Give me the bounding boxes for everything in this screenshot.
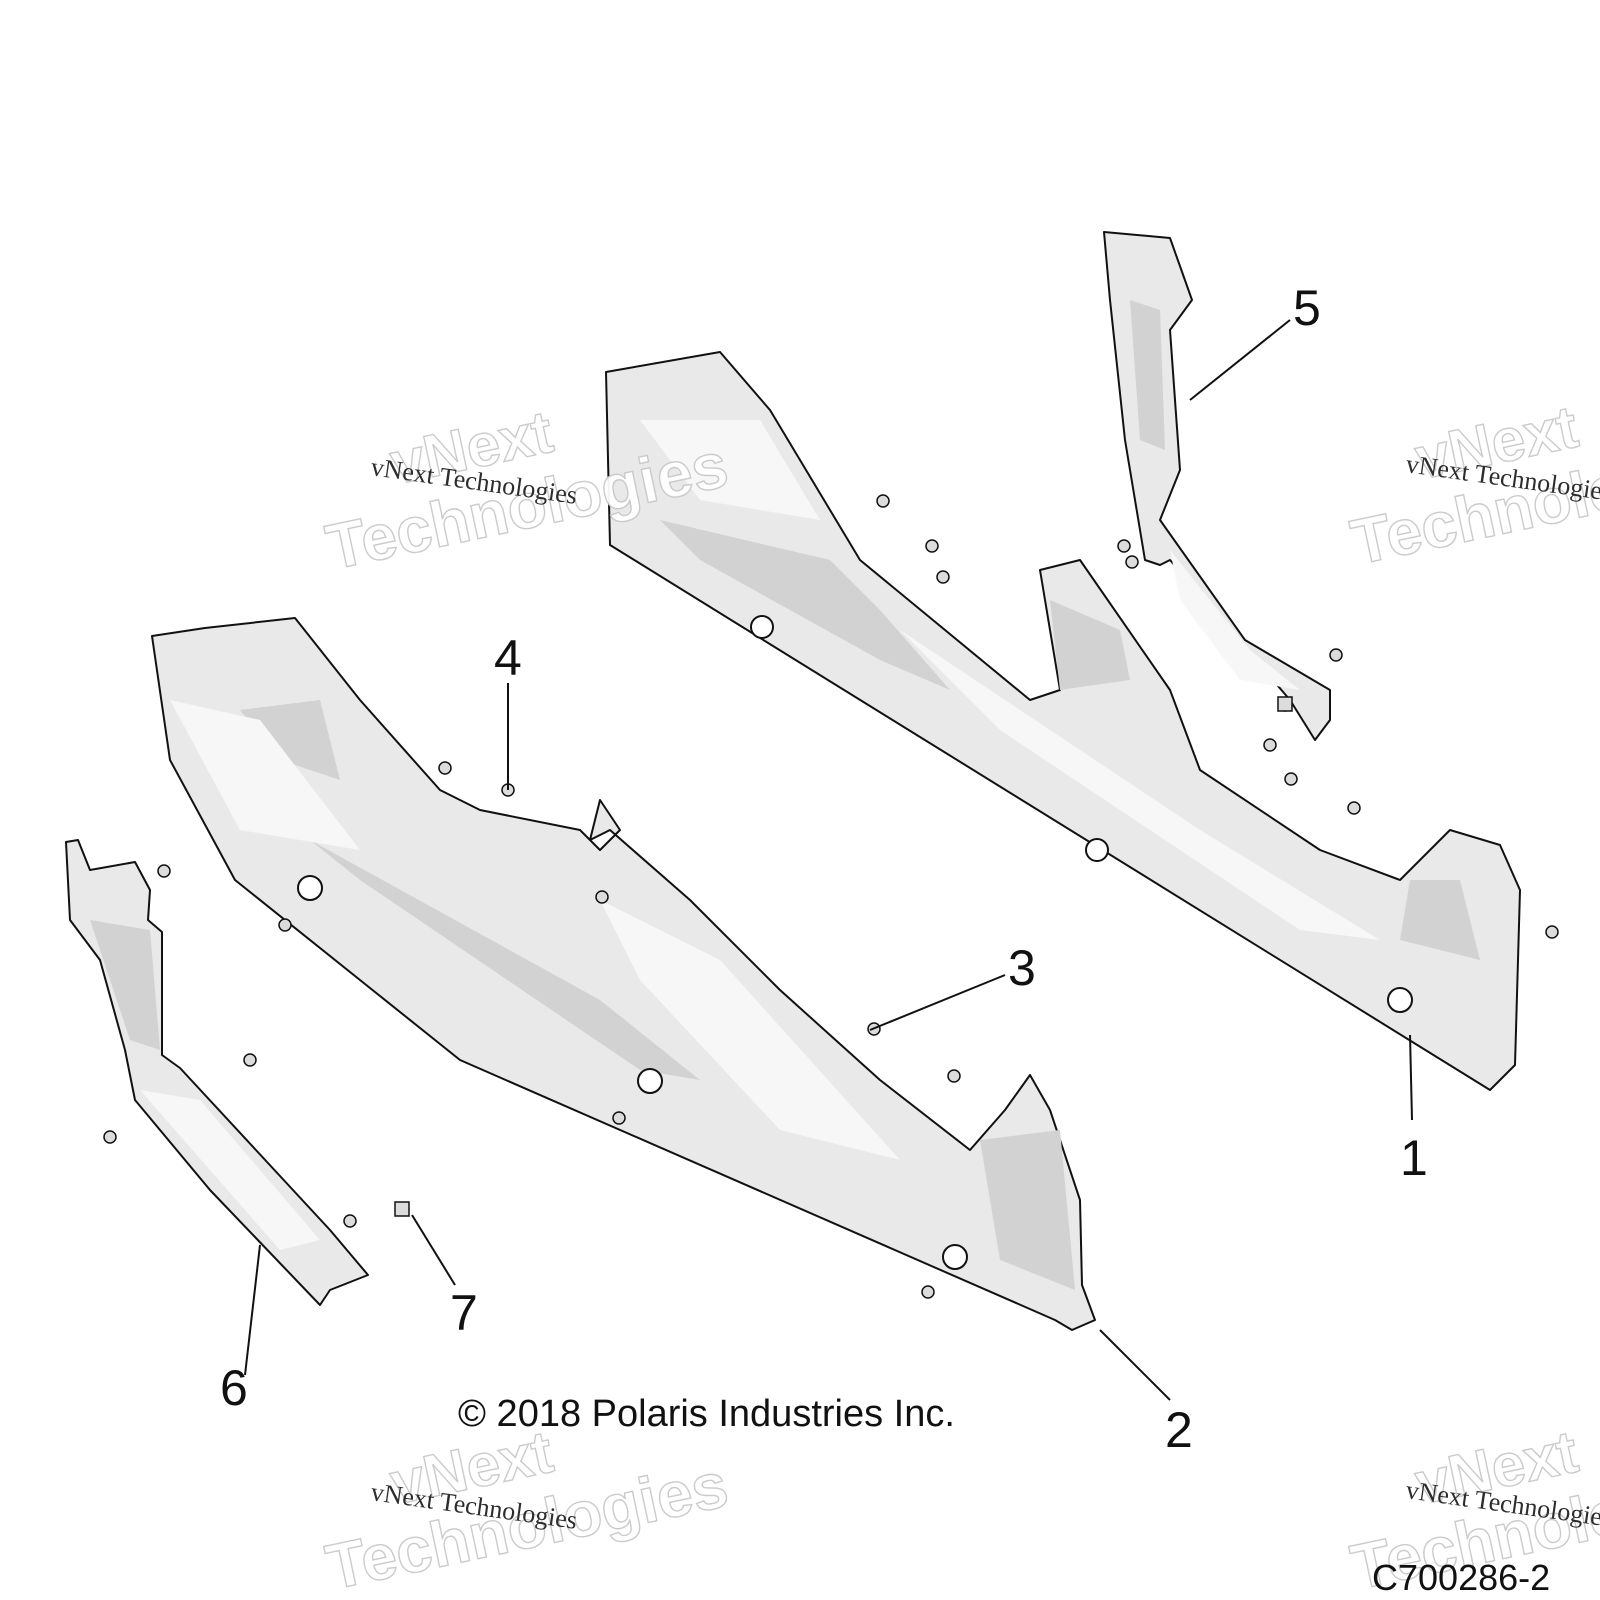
callout-2: 2 bbox=[1165, 1402, 1193, 1458]
leader-lines bbox=[244, 319, 1413, 1401]
trim-piece-left bbox=[65, 839, 369, 1306]
callout-7: 7 bbox=[450, 1285, 478, 1341]
callout-5: 5 bbox=[1293, 280, 1321, 336]
rocker-panel-right bbox=[605, 351, 1521, 1091]
trim-piece-right bbox=[1103, 231, 1331, 741]
fasteners bbox=[103, 494, 1559, 1299]
rocker-panel-left bbox=[151, 617, 1096, 1331]
callout-4: 4 bbox=[494, 630, 522, 686]
callout-1: 1 bbox=[1400, 1130, 1428, 1186]
figure-id: C700286-2 bbox=[1372, 1557, 1550, 1598]
callout-labels: 1 2 3 4 5 6 7 bbox=[220, 280, 1428, 1458]
copyright-notice: © 2018 Polaris Industries Inc. bbox=[458, 1393, 955, 1435]
callout-3: 3 bbox=[1008, 940, 1036, 996]
callout-6: 6 bbox=[220, 1360, 248, 1416]
